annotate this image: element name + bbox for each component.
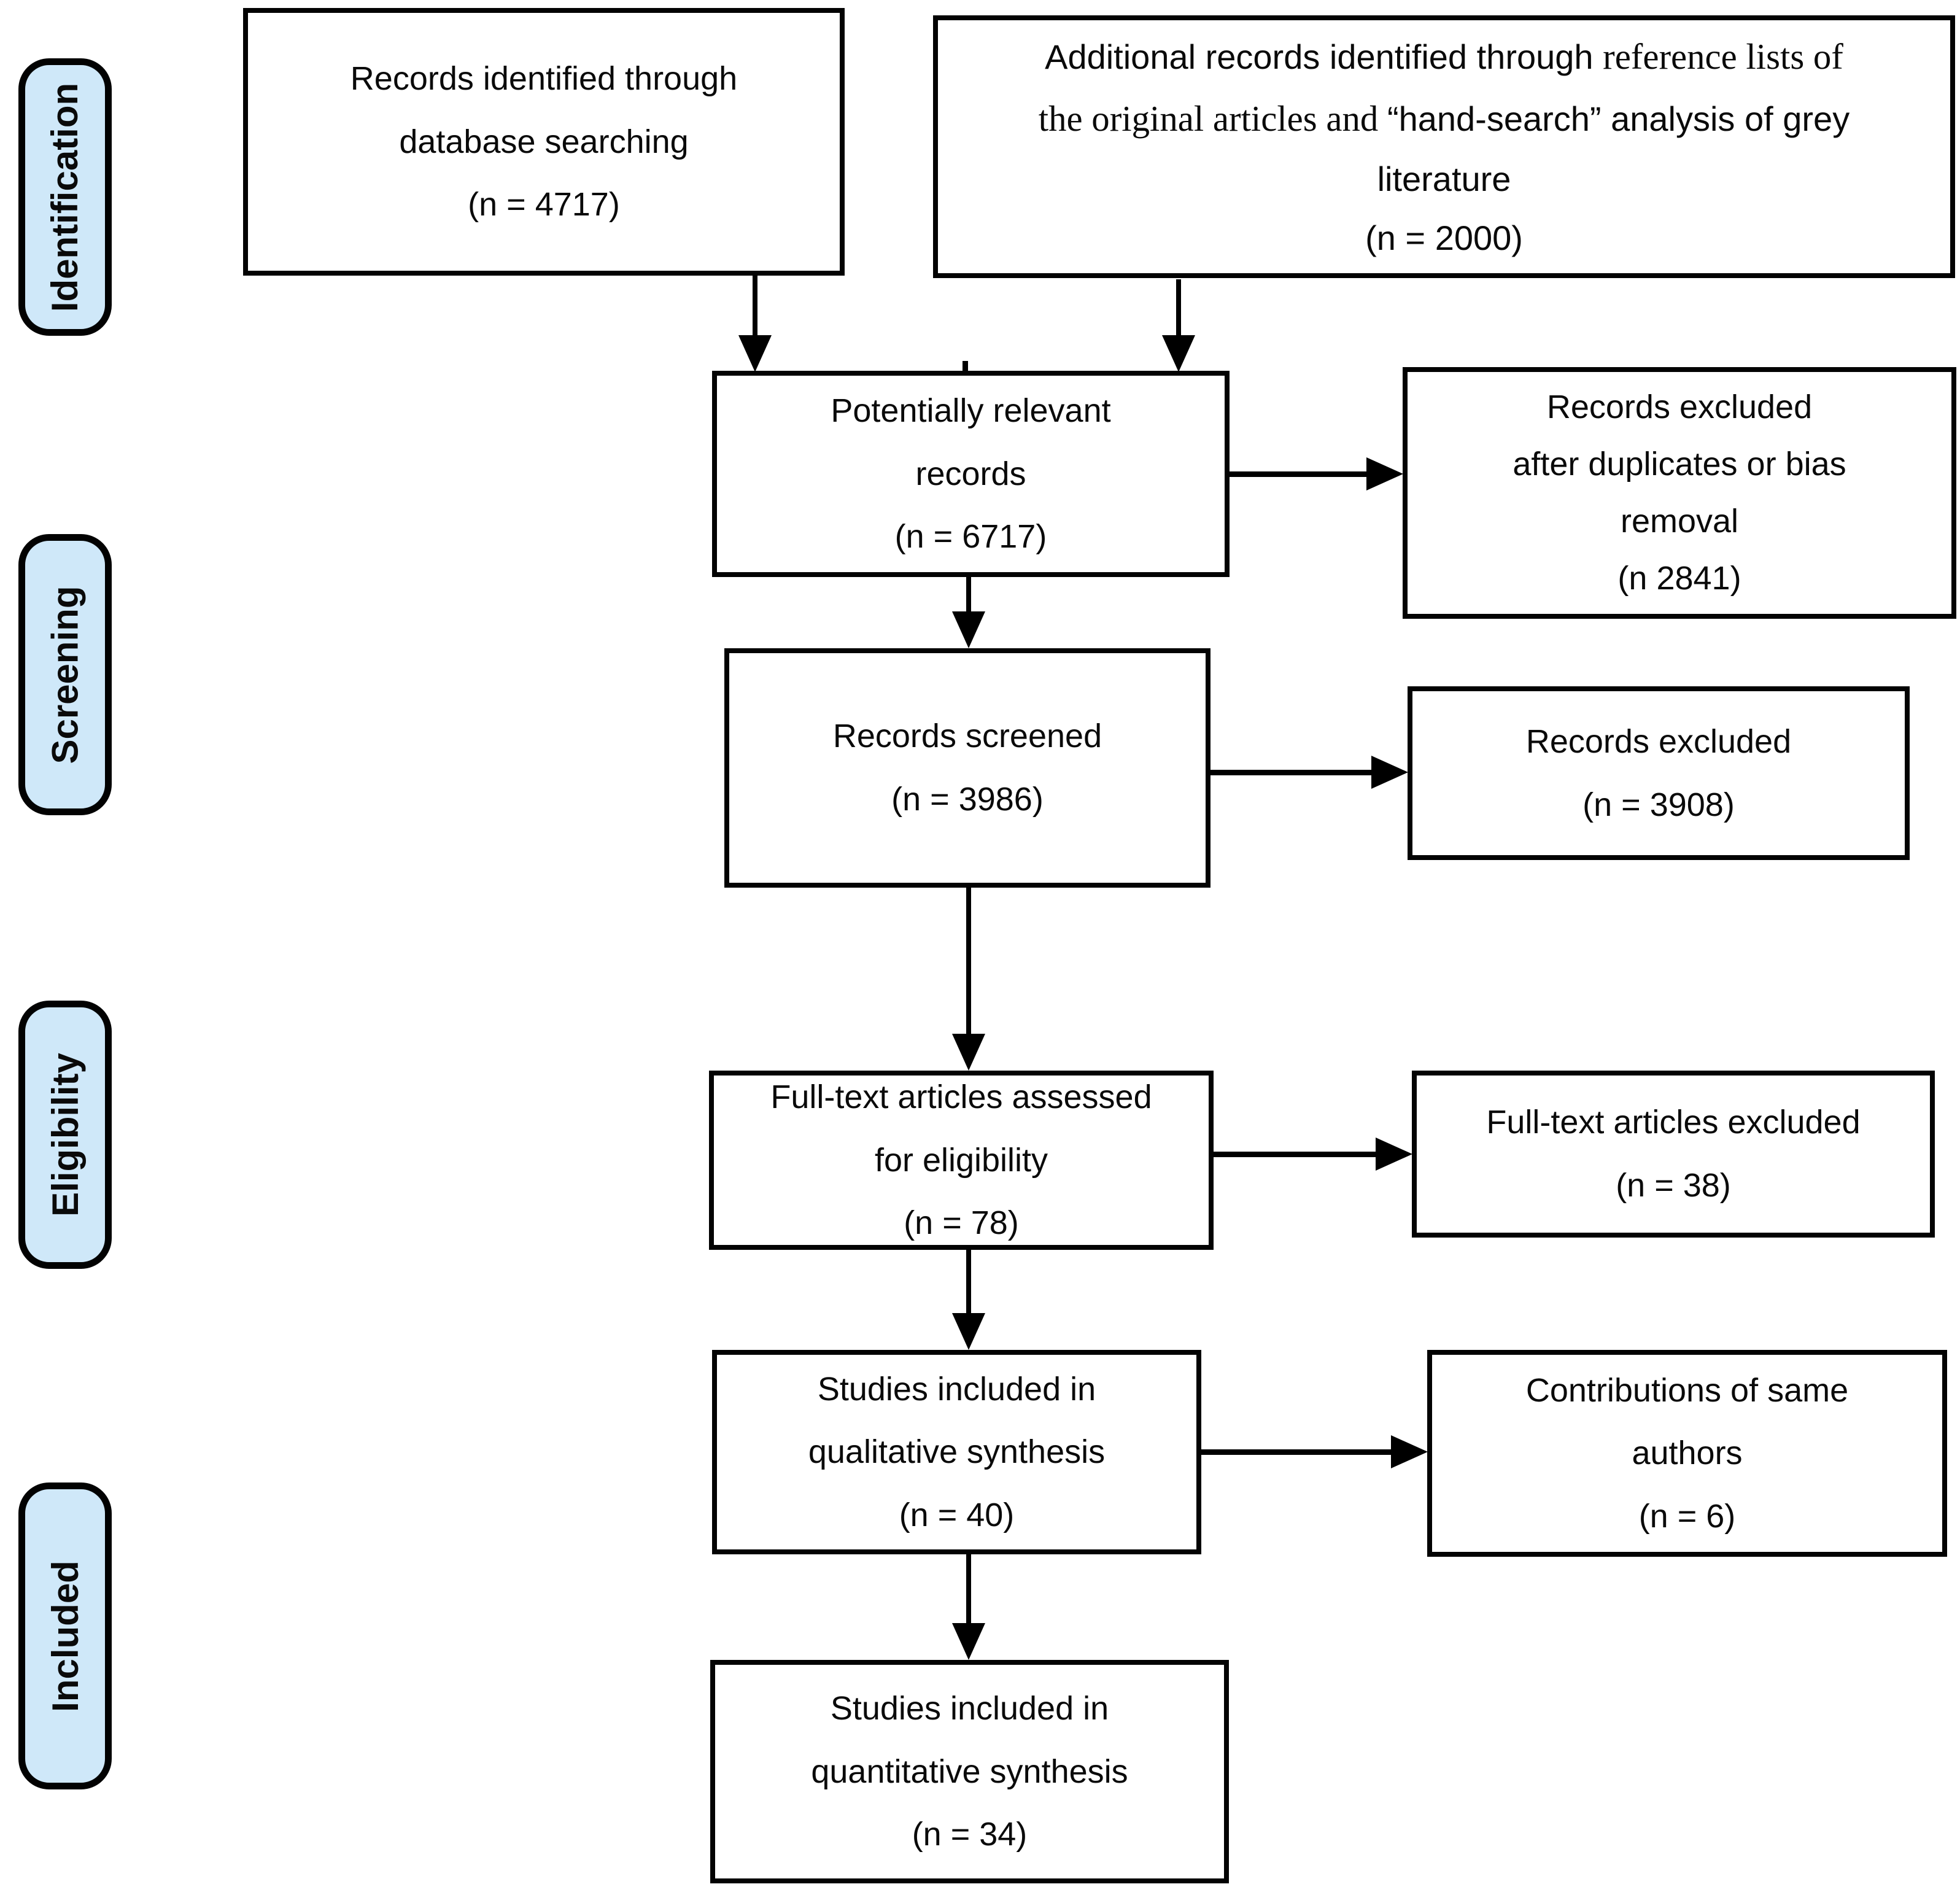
- box-text-segment: reference lists of: [1603, 36, 1843, 77]
- flow-box-fulltext-excluded: Full-text articles excluded (n = 38): [1412, 1071, 1935, 1238]
- arrowhead-down-icon: [952, 1313, 985, 1350]
- flow-box-fulltext-assessed: Full-text articles assessed for eligibili…: [709, 1071, 1214, 1250]
- arrow-line: [753, 275, 757, 341]
- arrowhead-right-icon: [1371, 756, 1408, 789]
- box-text-line: Additional records identified through re…: [1045, 26, 1843, 88]
- box-text-line: Potentially relevant: [831, 392, 1111, 430]
- arrowhead-down-icon: [952, 611, 985, 648]
- box-text-line: (n = 34): [912, 1816, 1028, 1853]
- arrow-line: [966, 1554, 971, 1630]
- box-text-line: (n = 38): [1616, 1167, 1731, 1204]
- box-text-line: Records screened: [832, 718, 1102, 755]
- stage-pill-screening: Screening: [18, 534, 112, 815]
- arrow-line: [1201, 1449, 1392, 1455]
- arrow-line: [966, 577, 971, 619]
- box-text-line: Full-text articles assessed: [770, 1079, 1152, 1116]
- box-text-segment: (n = 2000): [1365, 219, 1523, 258]
- stage-label-screening: Screening: [44, 585, 86, 764]
- flow-box-qualitative-synthesis: Studies included in qualitative synthesis…: [712, 1350, 1201, 1554]
- stage-pill-identification: Identification: [18, 58, 112, 336]
- flow-box-records-identified: Records identified through database searc…: [243, 8, 845, 276]
- arrow-line: [1230, 471, 1373, 477]
- box-text-line: Records excluded: [1546, 389, 1813, 426]
- arrow-line: [966, 1250, 971, 1320]
- arrow-line: [966, 887, 971, 1041]
- box-text-line: Studies included in: [817, 1370, 1096, 1408]
- box-text-line: Records identified through: [350, 60, 738, 98]
- box-text-line: removal: [1620, 503, 1739, 540]
- box-text-line: Records excluded: [1525, 723, 1792, 760]
- arrow-line: [1210, 770, 1373, 775]
- box-text-line: database searching: [399, 123, 689, 160]
- arrowhead-right-icon: [1376, 1138, 1412, 1171]
- box-text-line: (n = 3986): [891, 781, 1044, 818]
- flow-box-records-screened: Records screened (n = 3986): [724, 648, 1210, 888]
- box-text-line: (n = 78): [904, 1204, 1019, 1242]
- box-text-line: qualitative synthesis: [808, 1433, 1106, 1471]
- box-text-segment: the original articles and: [1038, 98, 1387, 139]
- box-text-line: authors: [1632, 1435, 1743, 1472]
- box-text-segment: “hand-search” analysis of grey: [1387, 99, 1850, 138]
- box-text-line: Studies included in: [830, 1690, 1109, 1727]
- arrow-line: [1214, 1152, 1377, 1157]
- flow-box-additional-records: Additional records identified through re…: [933, 15, 1955, 278]
- box-text-line: (n = 40): [899, 1496, 1015, 1533]
- box-text-line: after duplicates or bias: [1513, 446, 1846, 483]
- arrowhead-down-icon: [1162, 335, 1195, 372]
- arrowhead-down-icon: [738, 335, 772, 372]
- box-text-line: (n = 6): [1638, 1497, 1736, 1535]
- flow-box-records-excluded-screening: Records excluded (n = 3908): [1408, 686, 1910, 860]
- box-text-line: (n = 4717): [468, 186, 620, 223]
- box-text-line: (n = 2000): [1365, 209, 1523, 268]
- box-text-line: (n = 6717): [894, 518, 1047, 556]
- flow-box-quantitative-synthesis: Studies included in quantitative synthesi…: [710, 1660, 1229, 1883]
- stage-pill-eligibility: Eligibility: [18, 1001, 112, 1269]
- connector-tick: [963, 361, 968, 371]
- box-text-segment: Additional records identified through: [1045, 37, 1603, 76]
- arrowhead-right-icon: [1391, 1435, 1428, 1468]
- stage-label-included: Included: [44, 1560, 86, 1712]
- flow-box-same-authors: Contributions of same authors (n = 6): [1427, 1350, 1947, 1557]
- box-text-line: records: [915, 455, 1026, 492]
- box-text-line: (n = 3908): [1582, 786, 1735, 823]
- box-text-line: quantitative synthesis: [811, 1753, 1128, 1790]
- flow-box-potentially-relevant: Potentially relevant records (n = 6717): [712, 371, 1230, 577]
- stage-pill-included: Included: [18, 1482, 112, 1789]
- arrowhead-down-icon: [952, 1034, 985, 1071]
- box-text-line: Contributions of same: [1525, 1371, 1849, 1409]
- box-text-line: (n 2841): [1617, 559, 1741, 597]
- arrow-line: [1176, 279, 1181, 341]
- arrowhead-right-icon: [1366, 457, 1403, 490]
- box-text-segment: literature: [1377, 159, 1511, 198]
- stage-label-identification: Identification: [44, 82, 86, 312]
- box-text-line: the original articles and “hand-search” …: [1039, 88, 1850, 150]
- box-text-line: literature: [1377, 150, 1511, 209]
- box-text-line: Full-text articles excluded: [1486, 1104, 1861, 1141]
- arrowhead-down-icon: [952, 1623, 985, 1660]
- box-text-line: for eligibility: [874, 1141, 1048, 1179]
- flow-box-excluded-duplicates: Records excluded after duplicates or bias…: [1403, 367, 1956, 619]
- stage-label-eligibility: Eligibility: [44, 1053, 86, 1217]
